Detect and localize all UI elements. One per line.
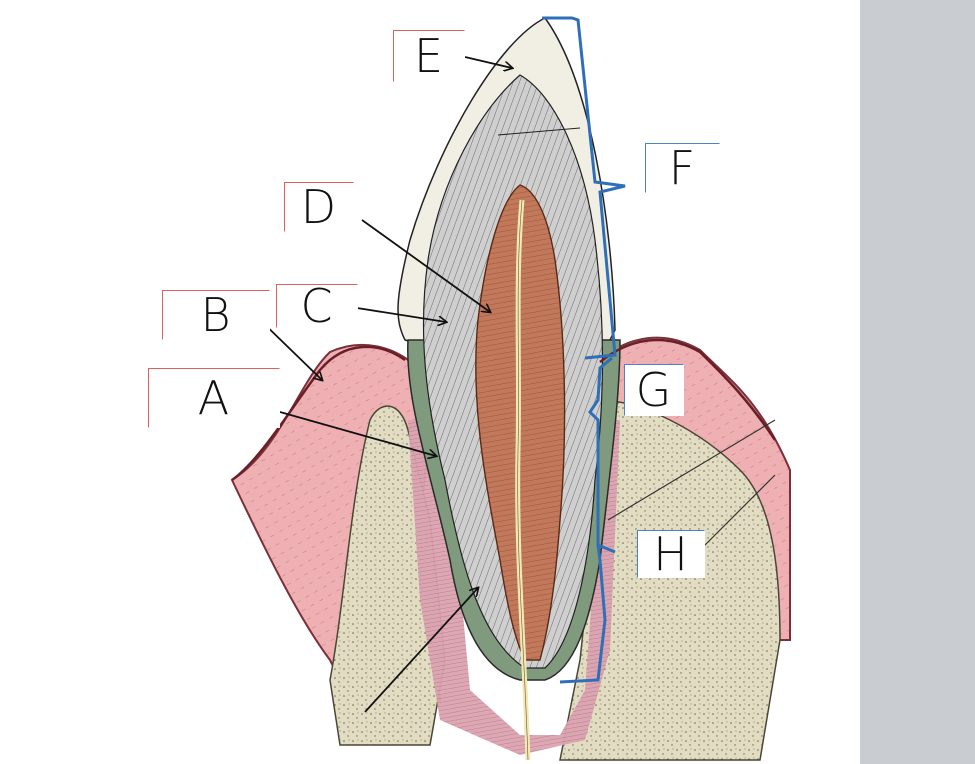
arrow-d <box>361 219 490 312</box>
label-d[interactable]: D <box>284 182 354 232</box>
pulp-nerve-edge <box>517 199 529 761</box>
label-b[interactable]: B <box>162 290 270 340</box>
label-a-text: A <box>197 371 231 425</box>
label-f-text: F <box>668 141 697 195</box>
label-a[interactable]: A <box>148 368 280 428</box>
pointer-h-upper <box>607 419 776 521</box>
label-g[interactable]: G <box>624 364 684 416</box>
label-h-text: H <box>653 527 689 581</box>
label-c-text: C <box>300 279 334 333</box>
label-e[interactable]: E <box>393 30 465 82</box>
label-e-text: E <box>413 29 445 83</box>
bracket-root-lower <box>559 544 607 684</box>
bracket-crown <box>542 16 626 360</box>
arrow-e <box>464 56 512 68</box>
arrow-c <box>356 307 446 322</box>
gingival-crest-left <box>231 345 406 482</box>
crown-inner-line <box>497 127 581 136</box>
periodontal-ligament <box>408 420 620 755</box>
label-b-text: B <box>200 288 232 342</box>
arrow-bottom <box>364 588 478 713</box>
right-sidebar <box>860 0 975 764</box>
gingival-crest-right <box>599 338 777 441</box>
label-d-text: D <box>300 180 338 234</box>
label-g-text: G <box>635 363 673 417</box>
arrow-a <box>279 411 436 456</box>
label-c[interactable]: C <box>276 279 358 333</box>
label-h[interactable]: H <box>637 530 705 578</box>
label-f[interactable]: F <box>645 143 720 193</box>
